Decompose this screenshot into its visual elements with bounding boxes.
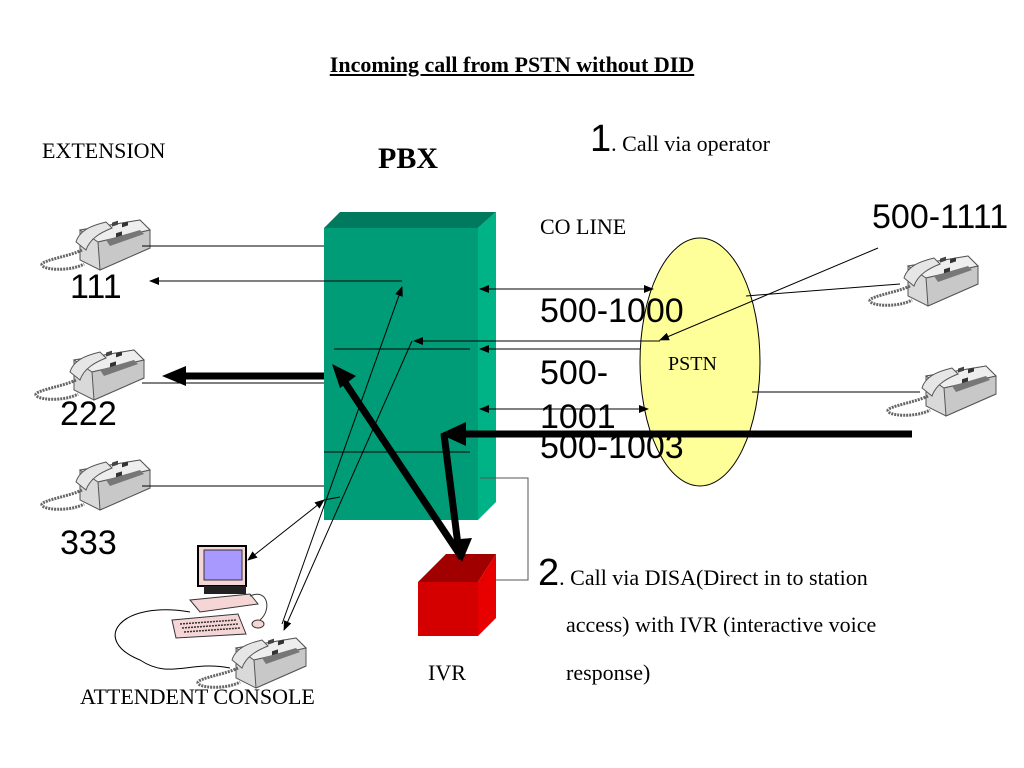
label-co-line: CO LINE: [540, 214, 627, 239]
pstn-cloud: [639, 237, 761, 487]
ivr-box-top: [418, 554, 496, 582]
phone-icon-ext-111: [40, 218, 152, 272]
label-ivr: IVR: [428, 660, 466, 685]
step-2-text: . Call via DISA(Direct in to station: [559, 565, 868, 590]
thick-arrow-ivr-to-pbx: [339, 376, 465, 560]
extension-number-333: 333: [60, 524, 117, 562]
ivr-box-side: [478, 554, 496, 636]
arrow-attendant-to-pbx: [281, 286, 403, 625]
phone-icon-attendant: [196, 636, 308, 690]
external-number-500-1111: 500-1111: [872, 198, 1009, 236]
step-2-text-line3: response): [566, 660, 651, 685]
step-1-text: . Call via operator: [611, 131, 770, 156]
co-line-number-500-1001-part2: 1001: [540, 398, 616, 436]
thick-arrow-pbx-to-ivr: [440, 433, 462, 546]
step-2-label: 2. Call via DISA(Direct in to station: [538, 552, 868, 595]
pbx-box-top: [324, 212, 496, 228]
phone-icon-external-caller: [886, 364, 998, 418]
label-pbx: PBX: [378, 142, 438, 175]
label-pstn: PSTN: [668, 353, 717, 375]
co-line-number-500-1003: 500-1003: [540, 428, 684, 466]
step-1-number: 1: [590, 118, 612, 160]
label-extension: EXTENSION: [42, 138, 166, 163]
co-line-number-500-1000: 500-1000: [540, 292, 684, 330]
arrow-pbx-to-attendant: [283, 340, 413, 631]
label-attendant-console: ATTENDENT CONSOLE: [80, 684, 315, 709]
step-2-text-line2: access) with IVR (interactive voice: [566, 612, 877, 637]
diagram-title: Incoming call from PSTN without DID: [329, 52, 695, 77]
step-2-number: 2: [538, 552, 560, 594]
phone-icon-ext-333: [40, 458, 152, 512]
phone-icon-external-500-1111: [868, 254, 980, 308]
step-1-label: 1. Call via operator: [590, 118, 770, 161]
ivr-box-front: [418, 582, 478, 636]
ivr-box: [418, 554, 496, 636]
line-pbx-to-ivr: [480, 477, 529, 581]
computer-icon-attendant: [114, 545, 268, 670]
extension-number-111: 111: [70, 268, 122, 306]
co-line-number-500-1001-part1: 500-: [540, 354, 609, 392]
line-external-phone-1: [745, 283, 901, 297]
arrow-pbx-computer: [247, 499, 325, 561]
phone-icon-ext-222: [34, 348, 146, 402]
pbx-box-side: [478, 212, 496, 520]
extension-number-222: 222: [60, 395, 117, 433]
